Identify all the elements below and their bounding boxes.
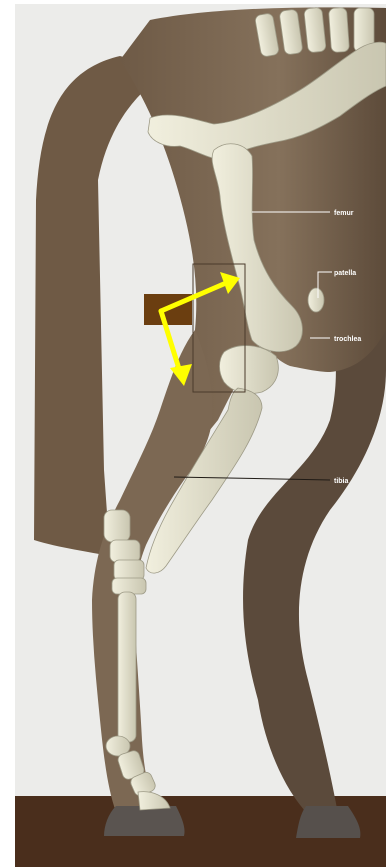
near-hoof	[104, 806, 185, 836]
cannon-bone	[118, 592, 136, 742]
patella-bone	[308, 288, 324, 312]
femur-label: femur	[334, 210, 354, 217]
far-hoof	[296, 806, 360, 838]
patella-label: patella	[334, 270, 356, 277]
stifle-joint	[220, 346, 279, 394]
trochlea-label: trochlea	[334, 336, 361, 343]
tibia-label: tibia	[334, 478, 348, 485]
